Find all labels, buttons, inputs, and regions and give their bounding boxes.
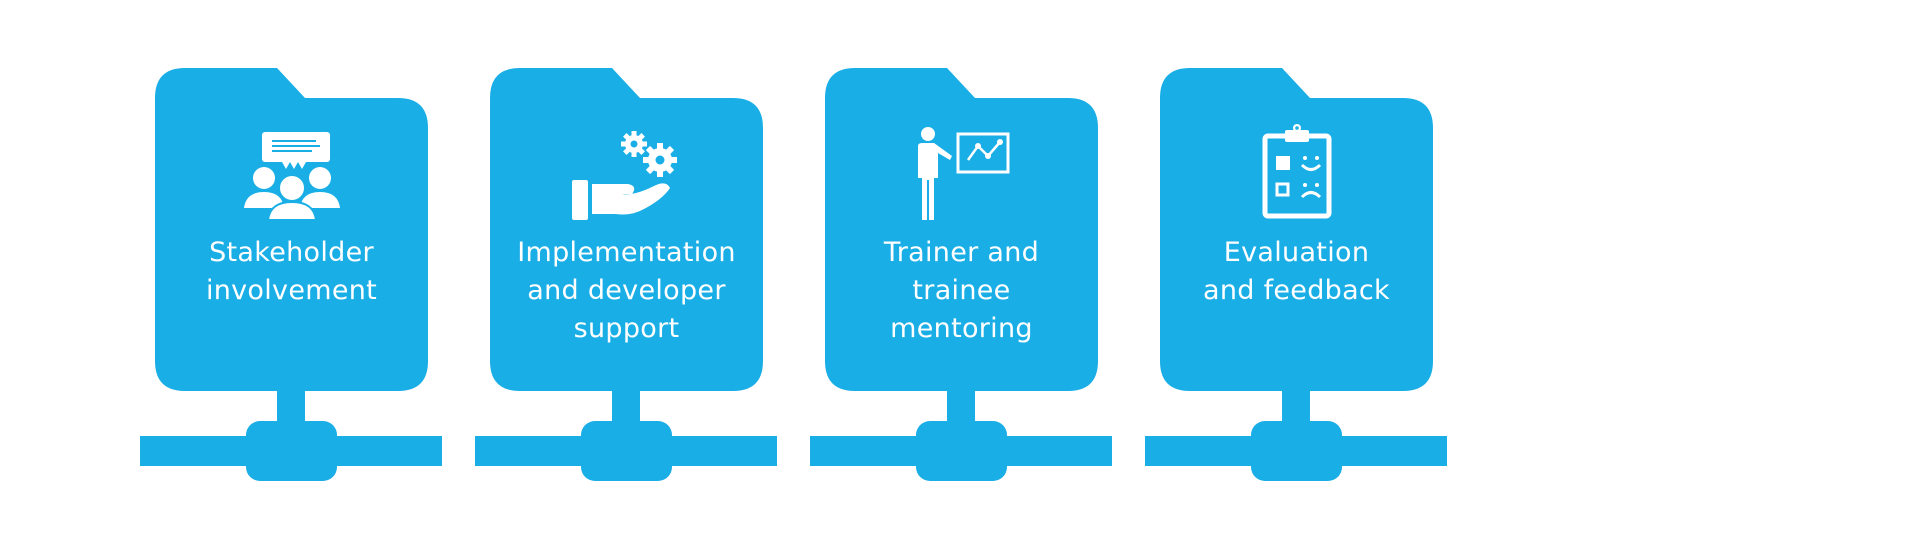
- node-implementation-support: Implementation and developer support: [475, 0, 810, 550]
- node-trainer-mentoring: Trainer and trainee mentoring: [810, 0, 1145, 550]
- node-label: Trainer and trainee mentoring: [883, 237, 1040, 344]
- folder-network-shape: [1145, 68, 1447, 481]
- node-evaluation-feedback: Evaluation and feedback: [1145, 0, 1480, 550]
- node-label: Implementation and developer support: [517, 237, 736, 344]
- presenter-chart-icon: [917, 127, 1009, 220]
- node-label: Evaluation and feedback: [1202, 237, 1390, 306]
- clipboard-feedback-icon: [1262, 124, 1331, 219]
- node-label: Stakeholder involvement: [205, 237, 378, 306]
- hand-gears-icon: [571, 131, 677, 220]
- node-stakeholder-involvement: Stakeholder involvement: [140, 0, 475, 550]
- group-discussion-icon: [243, 132, 340, 221]
- folder-network-shape: [140, 68, 442, 481]
- folder-network-shape: [475, 68, 777, 481]
- folder-network-shape: [810, 68, 1112, 481]
